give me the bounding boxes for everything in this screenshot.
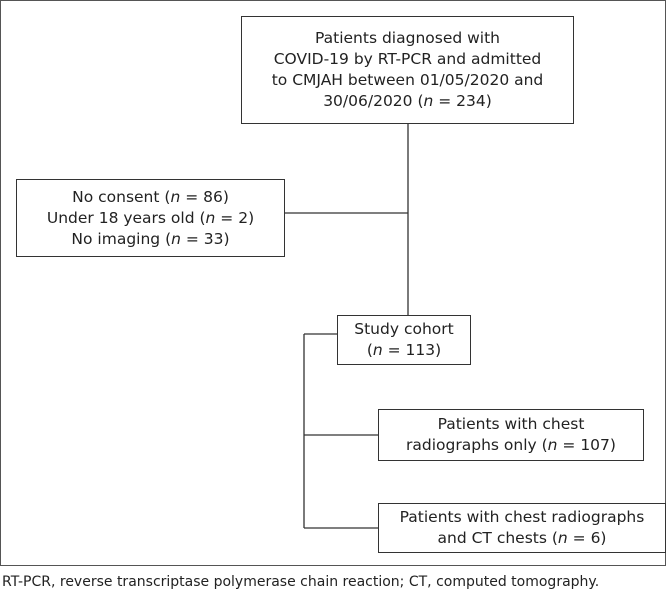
radiographs-and-ct-line-2: and CT chests (n = 6) <box>437 529 607 547</box>
study-cohort-title: Study cohort <box>354 320 454 338</box>
study-cohort-box: Study cohort (n = 113) <box>337 315 471 365</box>
total-patients-line-4: 30/06/2020 (n = 234) <box>323 92 492 110</box>
exclusion-under-18: Under 18 years old (n = 2) <box>46 208 255 227</box>
total-patients-line-1: Patients diagnosed with <box>314 29 501 47</box>
exclusion-box: No consent (n = 86) Under 18 years old (… <box>16 179 285 257</box>
radiographs-and-ct-box: Patients with chest radiographs and CT c… <box>378 503 666 553</box>
figure-frame <box>0 0 666 566</box>
total-patients-box: Patients diagnosed with COVID-19 by RT-P… <box>241 16 574 124</box>
radiographs-and-ct-line-1: Patients with chest radiographs <box>399 508 645 526</box>
radiographs-only-line-2: radiographs only (n = 107) <box>406 436 616 454</box>
radiographs-only-line-1: Patients with chest <box>437 415 585 433</box>
n-symbol: n <box>423 92 434 110</box>
total-patients-line-3: to CMJAH between 01/05/2020 and <box>271 71 544 89</box>
study-cohort-count: (n = 113) <box>366 341 442 359</box>
exclusion-no-consent: No consent (n = 86) <box>72 187 229 206</box>
figure-caption: RT-PCR, reverse transcriptase polymerase… <box>2 574 600 590</box>
total-patients-line-2: COVID-19 by RT-PCR and admitted <box>273 50 542 68</box>
exclusion-no-imaging: No imaging (n = 33) <box>71 229 230 248</box>
radiographs-only-box: Patients with chest radiographs only (n … <box>378 409 644 461</box>
